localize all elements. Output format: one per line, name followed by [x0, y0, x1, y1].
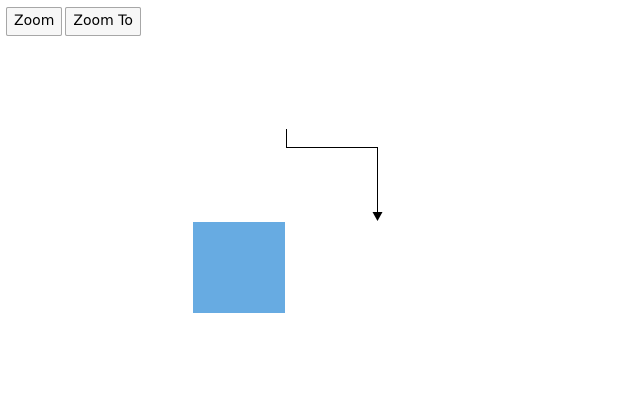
toolbar: Zoom Zoom To	[6, 7, 141, 36]
arrowhead-icon	[372, 212, 383, 221]
connector-edge[interactable]	[286, 129, 378, 213]
zoom-button[interactable]: Zoom	[6, 7, 63, 36]
zoom-to-button[interactable]: Zoom To	[65, 7, 141, 36]
blue-square-shape[interactable]	[193, 222, 285, 313]
